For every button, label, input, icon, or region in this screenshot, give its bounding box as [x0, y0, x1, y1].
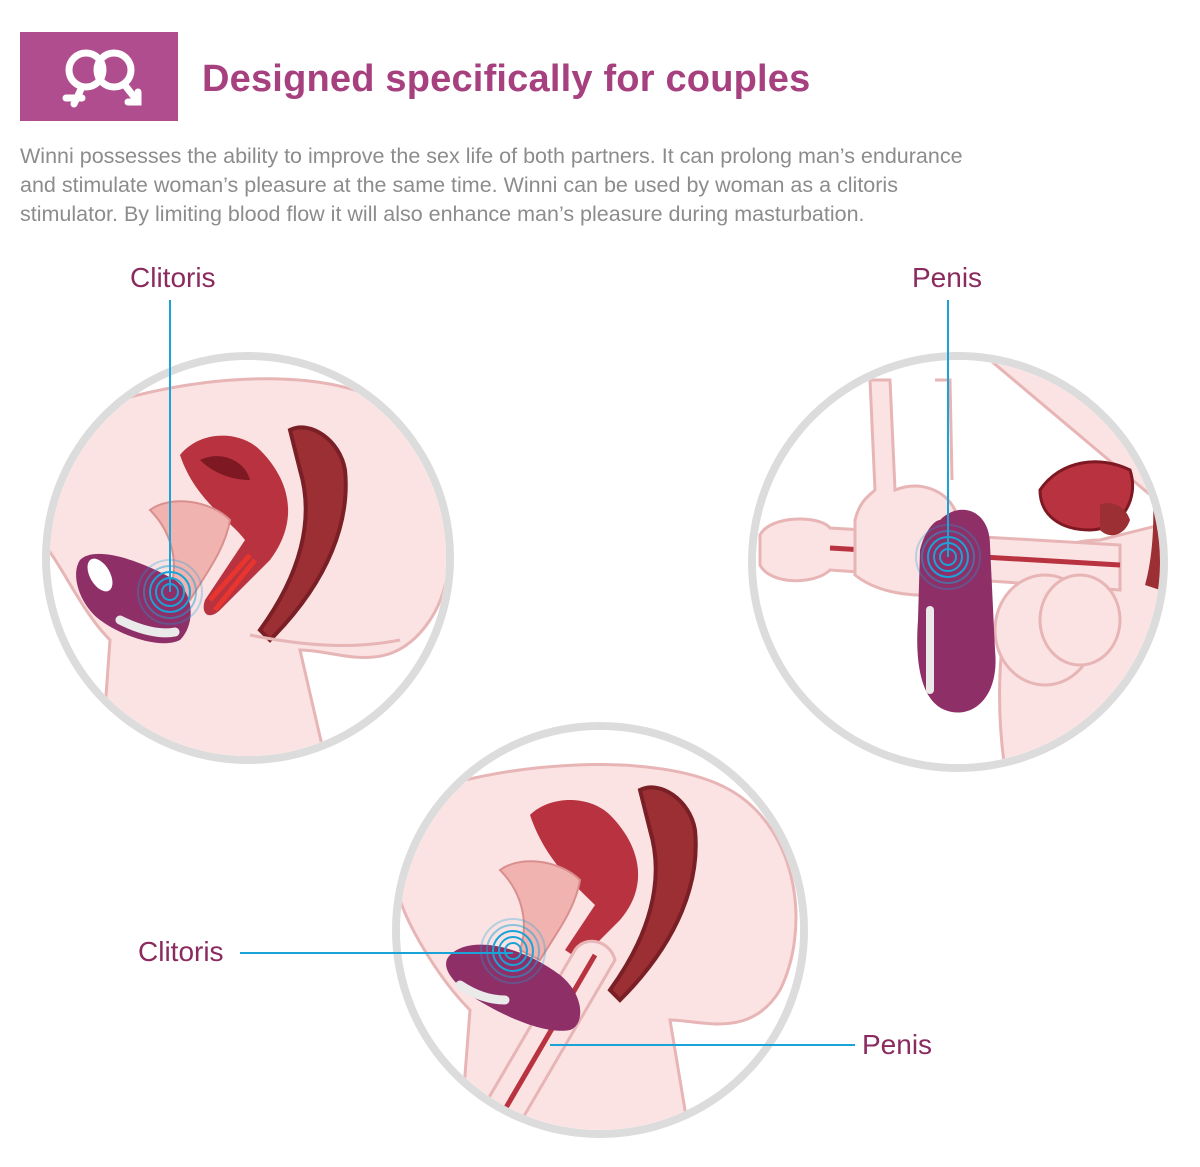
label-clitoris: Clitoris [130, 262, 216, 293]
label-penis: Penis [862, 1029, 933, 1060]
couple-usage-illustration [240, 722, 855, 1138]
page-title: Designed specifically for couples [202, 58, 811, 100]
male-female-symbol-icon [62, 49, 142, 108]
male-usage-illustration [748, 300, 1168, 772]
description-line: Winni possesses the ability to improve t… [20, 144, 963, 168]
female-usage-illustration [42, 300, 454, 764]
label-clitoris: Clitoris [138, 936, 224, 967]
header-badge [20, 32, 178, 121]
label-penis: Penis [912, 262, 983, 293]
description-line: stimulator. By limiting blood flow it wi… [20, 202, 865, 226]
description: Winni possesses the ability to improve t… [20, 142, 1180, 229]
description-line: and stimulate woman’s pleasure at the sa… [20, 173, 898, 197]
